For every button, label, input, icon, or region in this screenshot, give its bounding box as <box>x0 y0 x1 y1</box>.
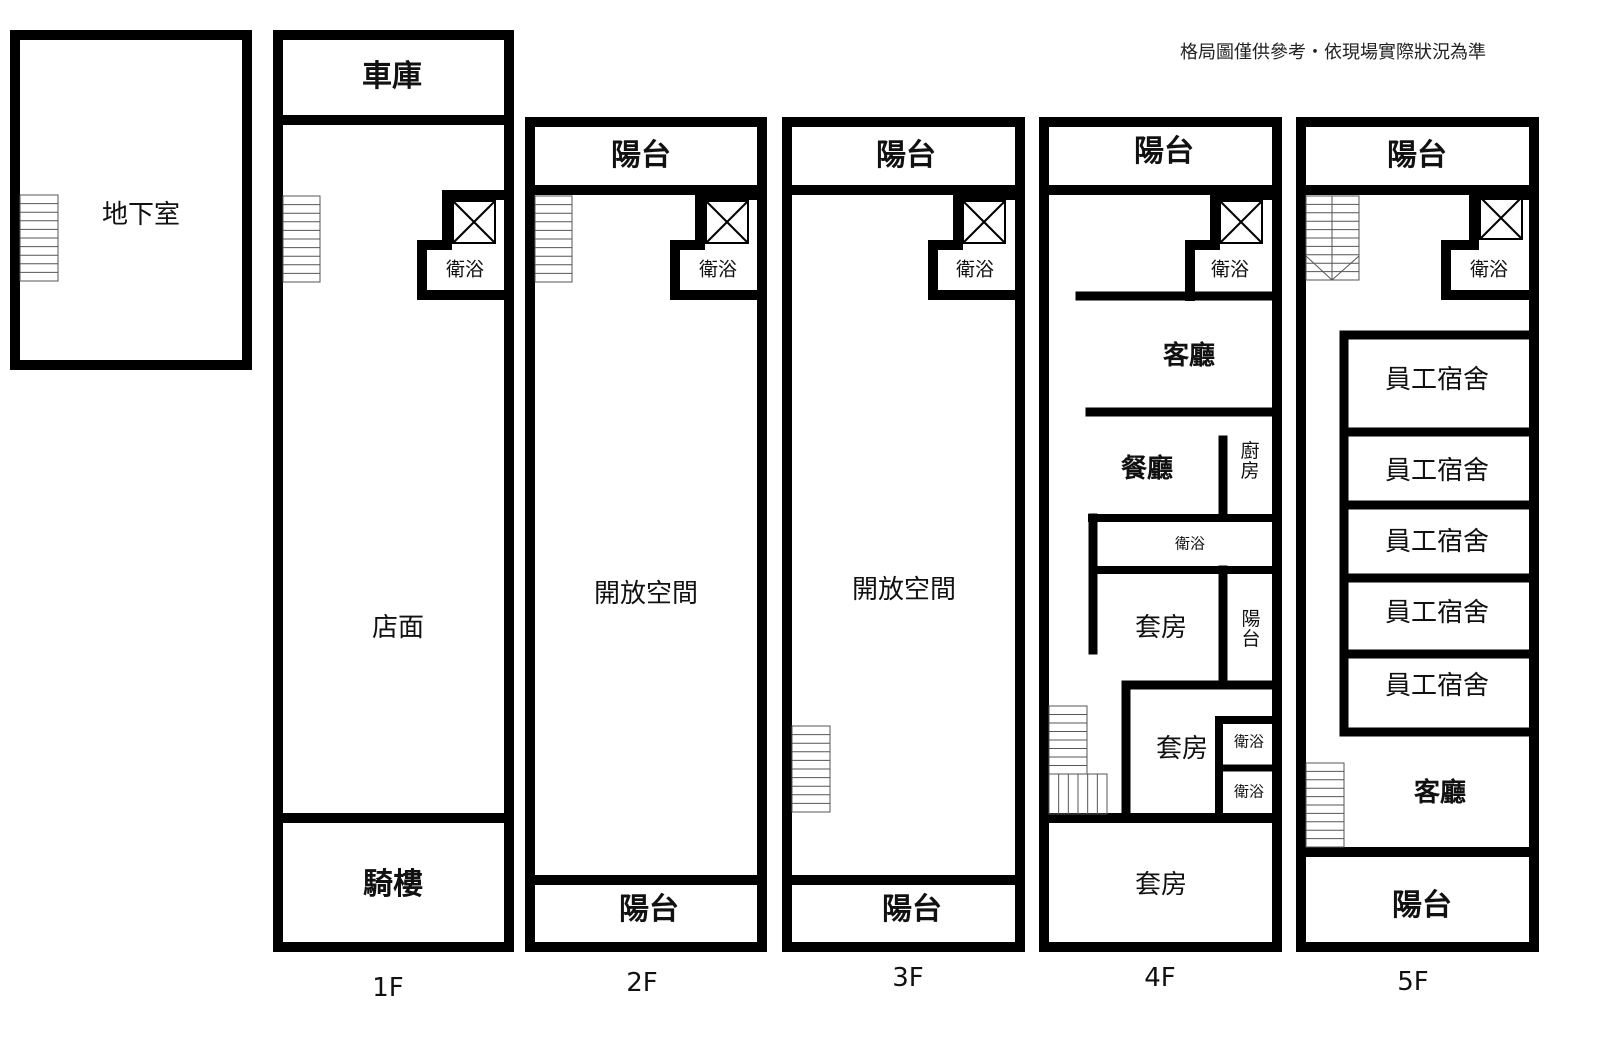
f2-wall <box>525 117 767 952</box>
f5-dorm-block-wall <box>1339 330 1539 737</box>
f5-dorm-label: 員工宿舍 <box>1384 456 1490 486</box>
f5-living-label: 客廳 <box>1413 778 1467 808</box>
f5-dorm-label: 員工宿舍 <box>1384 365 1490 395</box>
f4-bath3-wall <box>1215 716 1281 819</box>
f3-open-space-label: 開放空間 <box>851 575 957 605</box>
f2-floor-label: 2F <box>626 968 658 998</box>
f1-garage-label: 車庫 <box>362 59 422 94</box>
f4-dining-label: 餐廳 <box>1120 454 1174 484</box>
f3-balcony-bottom-label: 陽台 <box>882 892 942 927</box>
f5-stair-lower <box>1305 762 1345 848</box>
f5-balcony-bottom-label: 陽台 <box>1392 888 1452 923</box>
f4-wall <box>1039 117 1282 952</box>
f4-stair <box>1048 705 1088 775</box>
f3-balcony-top-label: 陽台 <box>876 138 936 173</box>
f3-wall <box>782 117 1025 952</box>
f2-stair <box>534 195 573 283</box>
f3-elevator-symbol <box>962 200 1006 244</box>
f5-dorm-label: 員工宿舍 <box>1384 527 1490 557</box>
basement-label: 地下室 <box>101 200 181 230</box>
f4-bath4-label: 衛浴 <box>1233 782 1265 801</box>
f5-elevator-symbol <box>1479 196 1523 240</box>
f4-elevator-symbol <box>1219 200 1263 244</box>
f1-elevator-symbol <box>452 200 496 244</box>
f1-arcade-label: 騎樓 <box>363 867 423 902</box>
basement-stair <box>19 194 59 282</box>
f4-suite3-label: 套房 <box>1134 870 1188 900</box>
f4-living-label: 客廳 <box>1162 341 1216 371</box>
disclaimer-note: 格局圖僅供參考・依現場實際狀況為準 <box>1180 42 1486 63</box>
f3-floor-label: 3F <box>892 963 924 993</box>
f2-elevator-symbol <box>705 200 749 244</box>
f3-bath-label: 衛浴 <box>955 258 995 281</box>
f5-balcony-top-label: 陽台 <box>1387 138 1447 173</box>
f1-wall <box>273 30 514 952</box>
f4-kitchen-label: 廚房 <box>1240 440 1260 482</box>
f2-bath-label: 衛浴 <box>698 258 738 281</box>
f4-bath2-label: 衛浴 <box>1174 534 1206 553</box>
f4-bath-wall <box>1185 190 1282 301</box>
f4-suite2-wall <box>1121 680 1282 823</box>
f3-bath-wall <box>928 190 1025 300</box>
f4-balcony-side-label: 陽台 <box>1241 608 1261 650</box>
f5-bath-wall <box>1441 190 1539 300</box>
f5-floor-label: 5F <box>1397 967 1429 997</box>
f5-dorm-label: 員工宿舍 <box>1384 671 1490 701</box>
f4-suite1-label: 套房 <box>1134 613 1188 643</box>
f5-bath-label: 衛浴 <box>1469 258 1509 281</box>
f1-stair <box>282 195 321 283</box>
f4-floor-label: 4F <box>1144 963 1176 993</box>
f5-stair <box>1305 195 1360 281</box>
f1-bath-label: 衛浴 <box>445 258 485 281</box>
f4-suite2-label: 套房 <box>1155 734 1209 764</box>
basement-wall <box>10 30 252 370</box>
f2-balcony-top-label: 陽台 <box>611 138 671 173</box>
f1-floor-label: 1F <box>372 973 404 1003</box>
f4-bath3-label: 衛浴 <box>1233 732 1265 751</box>
f1-bath-wall <box>417 190 514 300</box>
f1-shop-label: 店面 <box>371 613 425 643</box>
f2-balcony-bottom-label: 陽台 <box>619 892 679 927</box>
f2-bath-wall <box>670 190 767 300</box>
f5-dorm-label: 員工宿舍 <box>1384 598 1490 628</box>
f2-open-space-label: 開放空間 <box>593 579 699 609</box>
f4-bath-label: 衛浴 <box>1210 258 1250 281</box>
f3-stair <box>791 725 831 813</box>
f4-balcony-top-label: 陽台 <box>1134 134 1194 169</box>
f4-stair-lower <box>1048 773 1108 815</box>
